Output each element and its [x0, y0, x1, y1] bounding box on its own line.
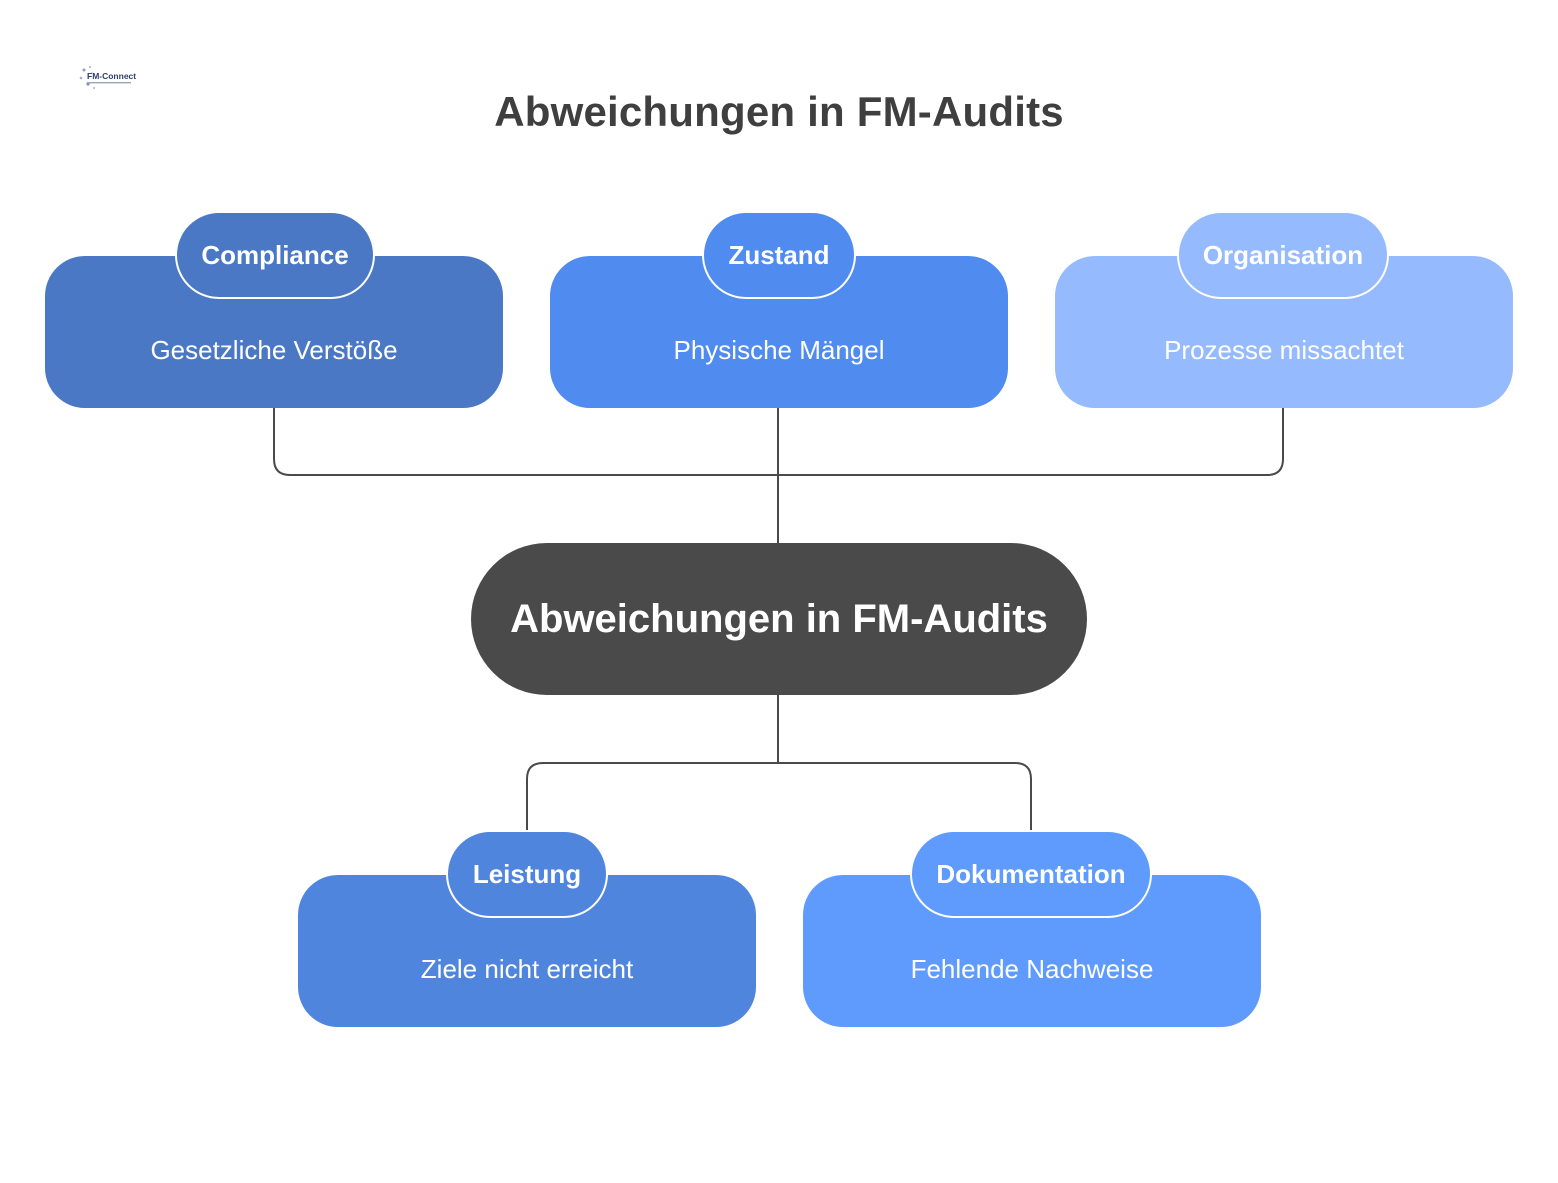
- card-organisation-description: Prozesse missachtet: [1164, 334, 1404, 365]
- tab-dokumentation-label: Dokumentation: [936, 858, 1126, 889]
- card-leistung-description: Ziele nicht erreicht: [420, 953, 634, 984]
- connector-organisation: [778, 408, 1284, 476]
- center-node-label: Abweichungen in FM-Audits: [510, 596, 1048, 641]
- tab-organisation: Organisation: [1177, 211, 1389, 299]
- tab-compliance: Compliance: [175, 211, 375, 299]
- tab-zustand-label: Zustand: [728, 239, 830, 270]
- tab-leistung-label: Leistung: [472, 858, 582, 889]
- connector-leistung: [526, 762, 778, 830]
- connector-compliance: [273, 408, 778, 476]
- center-node: Abweichungen in FM-Audits: [471, 543, 1087, 695]
- page-title: Abweichungen in FM-Audits: [494, 88, 1064, 135]
- tab-organisation-label: Organisation: [1202, 239, 1364, 270]
- card-zustand-description: Physische Mängel: [673, 334, 885, 365]
- tab-zustand: Zustand: [702, 211, 856, 299]
- tab-compliance-label: Compliance: [201, 239, 349, 270]
- tab-dokumentation: Dokumentation: [910, 830, 1152, 918]
- tab-leistung: Leistung: [446, 830, 608, 918]
- card-dokumentation-description: Fehlende Nachweise: [910, 953, 1154, 984]
- card-compliance-description: Gesetzliche Verstöße: [150, 334, 398, 365]
- connector-dokumentation: [778, 762, 1032, 830]
